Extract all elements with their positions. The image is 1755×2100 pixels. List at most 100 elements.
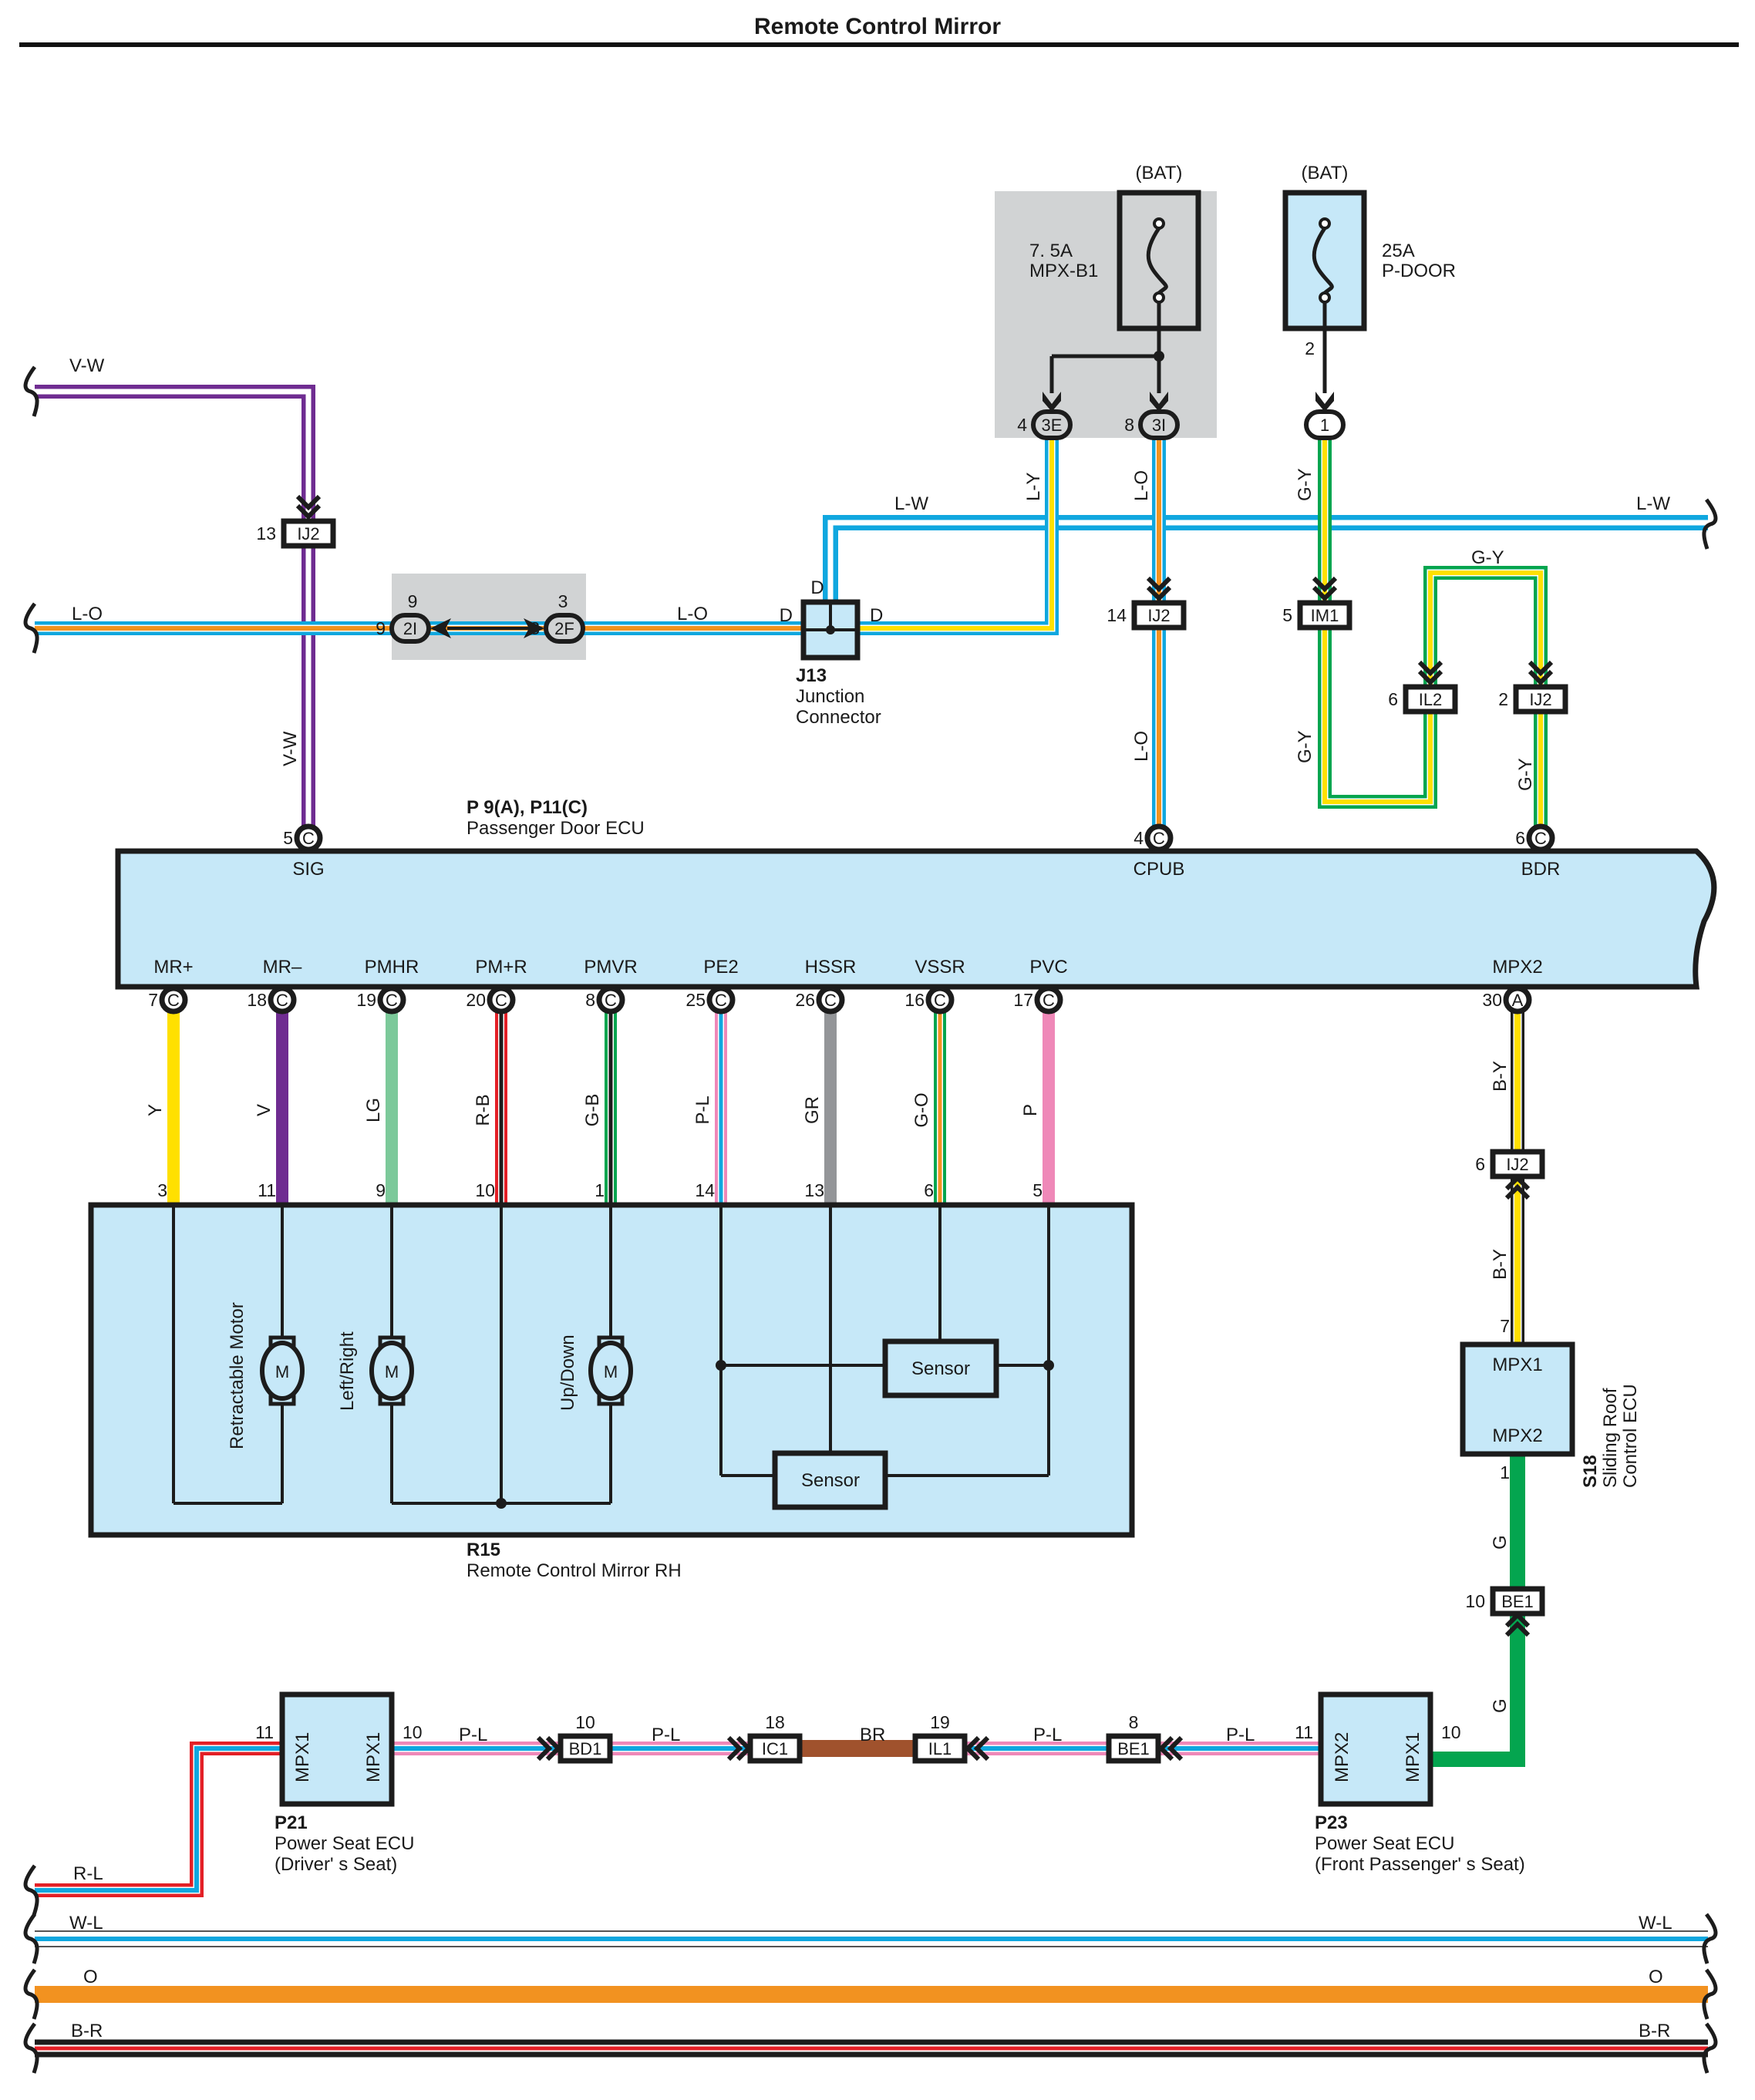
pin-label: D: [780, 605, 793, 626]
ecu-terminal-label: VSSR: [915, 957, 965, 978]
connector-box: [747, 1733, 803, 1764]
wire-break-icon: [23, 1968, 39, 2020]
connector-box: [281, 518, 336, 549]
chevron-up-icon: [1504, 1611, 1531, 1637]
wire-label: P-L: [652, 1725, 680, 1745]
motor-icon: M: [369, 1335, 414, 1406]
arrow-down-icon: [1150, 392, 1168, 412]
wire-label: P: [1020, 1104, 1041, 1116]
wire-break-marks: [23, 365, 1718, 2074]
connector-code: C: [495, 991, 507, 1010]
wire-l-y-stripe: [857, 432, 1054, 631]
pin-connector: [1526, 823, 1555, 853]
wire-label: R-L: [73, 1863, 103, 1884]
connector-code: IL2: [1419, 690, 1443, 709]
wire-label: B-Y: [1490, 1061, 1511, 1092]
connector-code: C: [1534, 829, 1547, 848]
wire-label: W-L: [1639, 1913, 1672, 1933]
ecu-name: Power Seat ECU: [275, 1833, 414, 1854]
junction-dot: [1154, 351, 1164, 362]
pin-number: 19: [356, 990, 376, 1010]
pin-number: 18: [765, 1712, 785, 1732]
ecu-body: [115, 848, 1717, 990]
pin-number: 6: [1475, 1154, 1485, 1174]
wire-label: G-Y: [1471, 547, 1504, 568]
ecu-subname: (Driver' s Seat): [275, 1854, 397, 1875]
terminal-label: MPX1: [1403, 1732, 1423, 1782]
pin-number: 8: [1124, 415, 1134, 435]
connector-oval: [1031, 409, 1073, 440]
pin-connector: [596, 985, 625, 1015]
wire-r-l: [35, 1742, 282, 1897]
pin-number: 7: [148, 990, 158, 1010]
wire-label: V: [254, 1104, 275, 1116]
wire-l-w: [823, 515, 1708, 602]
terminal-label: MPX2: [1332, 1732, 1352, 1782]
fuse-rating: 7. 5A: [1029, 241, 1073, 261]
connector-code: C: [276, 991, 288, 1010]
connector-code: IJ2: [1529, 690, 1551, 709]
sensor-lower: Sensor: [772, 1450, 888, 1510]
ecu-id: S18: [1580, 1455, 1601, 1488]
wire-label: L-O: [1131, 731, 1152, 762]
pin-number: 10: [403, 1722, 423, 1742]
pin-connector: [159, 985, 188, 1015]
pin-number: 3: [558, 591, 568, 611]
wire-label: R-B: [473, 1094, 493, 1126]
connector-box: [1403, 684, 1458, 715]
pin-connector: [294, 823, 323, 853]
j13-junction-connector: D D D J13 Junction Connector: [780, 577, 884, 728]
wire-label: L-O: [72, 604, 103, 624]
ecu-terminal-label: MR–: [263, 957, 302, 978]
sliding-roof-control-ecu: MPX1 MPX2 7 1 S18 Sliding Roof Control E…: [1460, 1316, 1641, 1488]
connector-code: C: [302, 829, 315, 848]
pin-number: 10: [475, 1180, 495, 1200]
ecu-terminal-label: HSSR: [805, 957, 857, 978]
wire-label: G-Y: [1515, 758, 1536, 791]
ecu-subname: (Front Passenger' s Seat): [1315, 1854, 1525, 1875]
connectors-layer: 3E43I81IJ2132I92F393IJ214IM15IL26IJ22IJ2…: [256, 392, 1568, 1764]
connector-code: BD1: [569, 1739, 602, 1758]
arrow-down-icon: [1315, 392, 1334, 412]
ecu-id: P23: [1315, 1812, 1348, 1833]
ecu-terminal-label: PMHR: [365, 957, 419, 978]
pin-number: 4: [1017, 415, 1027, 435]
pin-number: 5: [1032, 1180, 1043, 1200]
connector-oval: [389, 613, 431, 644]
connector-code: C: [1043, 991, 1055, 1010]
pin-number: 19: [930, 1712, 950, 1732]
wire-labels: V-W L-O L-O L-W L-W G-Y L-Y L-O L-O G-Y …: [69, 355, 1672, 2041]
pin-number: 6: [924, 1180, 934, 1200]
pin-number: 14: [695, 1180, 715, 1200]
wire-label: B-R: [71, 2021, 103, 2041]
connector-box: [1131, 600, 1187, 631]
ecu-terminals: MR+C7Y3MR–C18V11PMHRC19LG9PM+RC20R-B10PM…: [145, 823, 1560, 1200]
wire-label: O: [1649, 1967, 1663, 1987]
connector-code: BE1: [1501, 1592, 1534, 1611]
connector-box: [557, 1733, 613, 1764]
pin-number: 2: [1498, 689, 1508, 709]
connector-code: IC1: [762, 1739, 788, 1758]
pin-number: 11: [258, 1180, 276, 1200]
component-name: Connector: [796, 707, 881, 728]
junction-dot: [496, 1498, 507, 1509]
pin-label: D: [810, 577, 824, 598]
wire-label: G-Y: [1295, 730, 1315, 763]
pin-number: 20: [466, 990, 486, 1010]
connector-box: [1490, 1586, 1545, 1617]
chevron-down-icon: [1528, 660, 1554, 686]
terminal-label: MPX1: [292, 1732, 313, 1782]
power-seat-ecu-driver: MPX1 MPX1 11 10 P21 Power Seat ECU (Driv…: [255, 1691, 423, 1875]
wire-r-l-stripe: [35, 1746, 282, 1893]
wire-label: B-R: [1639, 2021, 1670, 2041]
pin-number: 1: [595, 1180, 605, 1200]
wire-label: V-W: [280, 731, 301, 766]
pin-number: 13: [256, 523, 276, 544]
ecu-name: Power Seat ECU: [1315, 1833, 1454, 1854]
motor-label-left-right: Left/Right: [337, 1331, 358, 1411]
wire-label: G-Y: [1295, 468, 1315, 501]
